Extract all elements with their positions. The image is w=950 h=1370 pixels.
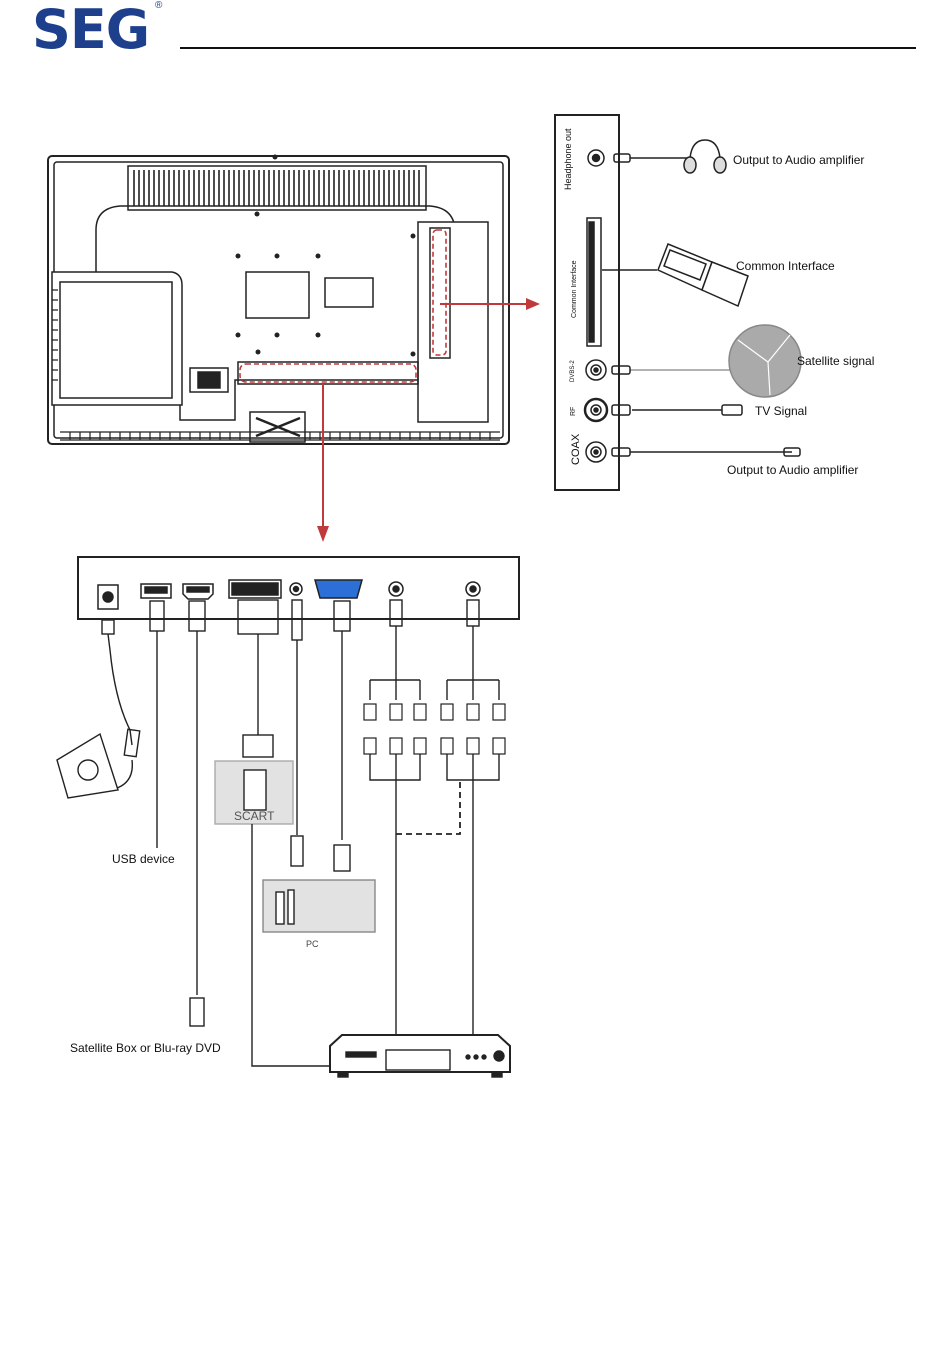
port-strip: [78, 557, 519, 619]
common-interface-port-label: Common Interface: [571, 260, 578, 318]
satellite-signal-callout-label: Satellite signal: [797, 354, 874, 368]
common-interface-callout-label: Common Interface: [736, 259, 835, 273]
dvbs2-port-label: DVBS-2: [570, 360, 576, 382]
headphone-callout-label: Output to Audio amplifier: [733, 153, 864, 167]
usb-device-label: USB device: [112, 852, 175, 866]
coax-port-label: COAX: [570, 434, 582, 465]
headphone-out-port-label: Headphone out: [563, 128, 573, 190]
pc-label: PC: [306, 939, 319, 949]
scart-label: SCART: [234, 809, 274, 823]
rf-port-label: RF: [570, 407, 577, 416]
rca-plugs: [364, 704, 505, 754]
tv-signal-callout-label: TV Signal: [755, 404, 807, 418]
satellite-box-label: Satellite Box or Blu-ray DVD: [70, 1041, 221, 1055]
cables: [57, 600, 510, 1077]
coax-callout-label: Output to Audio amplifier: [727, 463, 858, 477]
tv-back-illustration: [48, 155, 509, 445]
side-panel-illustration: [555, 115, 801, 490]
